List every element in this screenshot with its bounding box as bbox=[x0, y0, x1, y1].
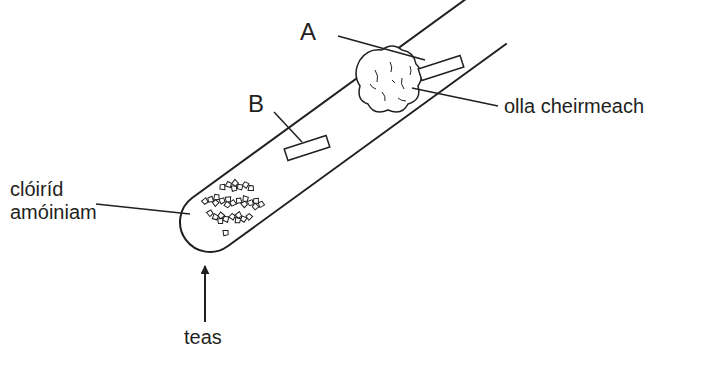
crystal bbox=[236, 197, 243, 204]
leader-line bbox=[338, 36, 425, 60]
leader-line bbox=[412, 88, 498, 106]
leader-line bbox=[96, 204, 190, 214]
heat-arrow bbox=[204, 266, 206, 322]
crystal bbox=[258, 201, 265, 208]
test-tube-wall bbox=[168, 0, 507, 264]
test-tube bbox=[165, 0, 508, 264]
part-label: olla cheirmeach bbox=[504, 95, 644, 118]
crystal bbox=[219, 183, 227, 191]
crystal bbox=[224, 195, 231, 202]
heat-label: teas bbox=[184, 326, 222, 349]
crystals bbox=[196, 168, 269, 239]
paper-strip-b bbox=[284, 135, 330, 160]
part-label: clóiríd amóiniam bbox=[10, 178, 106, 224]
crystal bbox=[228, 213, 236, 221]
crystal bbox=[219, 198, 225, 204]
crystal bbox=[241, 195, 249, 203]
leader-line bbox=[274, 112, 302, 142]
crystal bbox=[201, 197, 208, 204]
crystal bbox=[213, 193, 221, 201]
crystal bbox=[222, 229, 229, 236]
crystal bbox=[225, 181, 233, 189]
wool-texture bbox=[370, 62, 411, 101]
crystal bbox=[246, 213, 254, 221]
crystal bbox=[235, 211, 242, 218]
crystal bbox=[217, 211, 225, 219]
crystal bbox=[206, 210, 214, 218]
crystal bbox=[230, 185, 237, 192]
part-letter: B bbox=[248, 92, 264, 115]
crystal bbox=[242, 181, 250, 189]
part-letter: A bbox=[300, 20, 316, 43]
crystal bbox=[247, 200, 253, 206]
crystal bbox=[231, 179, 239, 187]
crystal bbox=[252, 197, 260, 205]
crystal bbox=[208, 196, 214, 202]
